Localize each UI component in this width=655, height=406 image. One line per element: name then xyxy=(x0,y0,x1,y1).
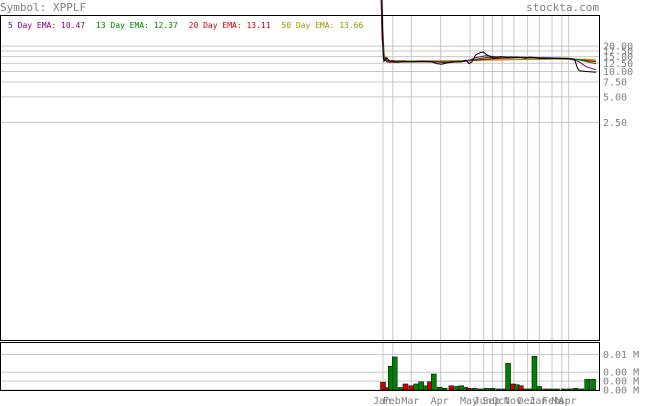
volume-tick-label: 0.00 M xyxy=(603,377,639,388)
x-tick-label: Feb xyxy=(383,396,401,406)
volume-bar xyxy=(448,385,455,391)
volume-bar xyxy=(397,387,404,391)
series-line-price xyxy=(381,0,597,73)
x-tick-label: Sep xyxy=(482,396,500,406)
volume-bar xyxy=(495,388,502,391)
volume-bar xyxy=(548,388,554,391)
volume-bar xyxy=(380,381,386,391)
price-tick-label: 5.00 xyxy=(603,92,627,103)
volume-bar xyxy=(522,388,529,391)
price-tick-label: 12.50 xyxy=(603,59,633,70)
volume-bar xyxy=(441,387,448,391)
symbol-value: XPPLF xyxy=(53,1,86,14)
legend-ema20-value: 13.11 xyxy=(246,21,270,30)
price-tick-label: 15.00 xyxy=(603,52,633,63)
volume-bar xyxy=(578,388,585,391)
symbol-label: Symbol: XPPLF xyxy=(0,1,86,14)
volume-bar xyxy=(518,385,524,391)
volume-bar xyxy=(489,387,496,391)
price-tick-label: 7.50 xyxy=(603,78,627,89)
volume-panel-frame xyxy=(0,342,600,391)
volume-bar xyxy=(408,385,415,391)
volume-bar xyxy=(466,387,472,391)
volume-bar xyxy=(391,356,398,391)
volume-bar xyxy=(566,388,573,391)
legend-ema13-label: 13 Day EMA: xyxy=(96,21,149,30)
volume-bar xyxy=(584,379,590,391)
x-tick-label: May xyxy=(460,396,478,406)
x-tick-label: Nov xyxy=(504,396,522,406)
volume-bar xyxy=(436,386,443,391)
volume-tick-label: 0.00 M xyxy=(603,386,639,397)
x-tick-label: Mar xyxy=(401,396,419,406)
volume-bar xyxy=(590,379,596,391)
volume-bar xyxy=(472,387,478,391)
volume-panel: 0.01 M0.00 M0.00 M0.00 M xyxy=(0,342,639,397)
x-tick-label: Apr xyxy=(431,396,449,406)
x-tick-label: Jun xyxy=(474,396,492,406)
volume-bar xyxy=(554,388,560,391)
price-panel-frame xyxy=(0,15,600,341)
x-tick-label: Feb xyxy=(542,396,560,406)
price-tick-label: 10.00 xyxy=(603,67,633,78)
volume-bar xyxy=(536,386,543,391)
volume-bar xyxy=(542,388,548,391)
volume-bar xyxy=(418,381,424,391)
price-tick-label: 17.50 xyxy=(603,46,633,57)
x-tick-label: Jan xyxy=(529,396,547,406)
x-tick-label: Mar xyxy=(552,396,570,406)
legend-ema5-label: 5 Day EMA: xyxy=(8,21,56,30)
volume-bar xyxy=(431,373,437,391)
volume-bar xyxy=(505,363,511,391)
price-tick-label: 2.50 xyxy=(603,118,627,129)
volume-bar xyxy=(483,387,490,391)
volume-tick-label: 0.01 M xyxy=(603,350,639,361)
volume-bar xyxy=(477,388,484,391)
x-tick-label: Apr xyxy=(559,396,577,406)
x-tick-label: Jan xyxy=(373,396,391,406)
volume-bar xyxy=(561,388,567,391)
brand-label: stockta.com xyxy=(526,1,599,14)
legend-ema50-label: 50 Day EMA: xyxy=(281,21,334,30)
x-tick-label: Oct xyxy=(492,396,510,406)
legend-ema20-label: 20 Day EMA: xyxy=(189,21,242,30)
legend-ema13-value: 12.37 xyxy=(154,21,178,30)
volume-bar xyxy=(531,355,538,391)
x-tick-label: Dec xyxy=(518,396,536,406)
volume-bar xyxy=(572,387,579,391)
volume-bar xyxy=(413,383,419,391)
volume-bar xyxy=(402,383,409,391)
legend-ema50-value: 13.66 xyxy=(339,21,363,30)
legend-ema5-value: 10.47 xyxy=(61,21,85,30)
volume-tick-label: 0.00 M xyxy=(603,368,639,379)
legend: 5 Day EMA: 10.47 13 Day EMA: 12.37 20 Da… xyxy=(8,21,363,30)
price-tick-label: 20.00 xyxy=(603,42,633,53)
